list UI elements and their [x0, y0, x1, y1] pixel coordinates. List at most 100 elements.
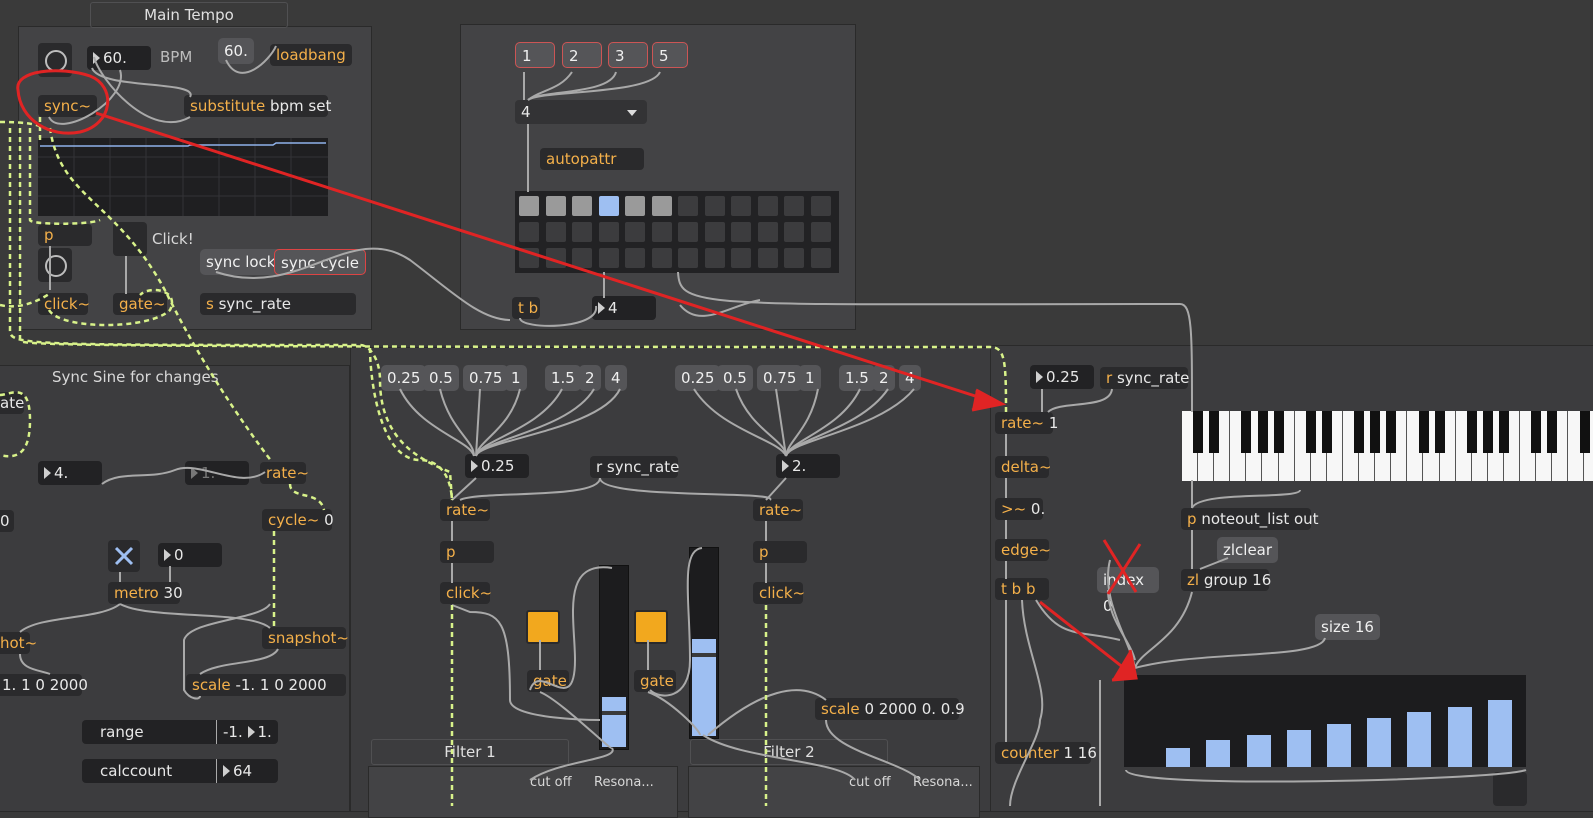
tempo-bang[interactable] — [38, 43, 72, 77]
index-message[interactable]: index 0 — [1097, 567, 1159, 593]
delta-object[interactable]: delta~ — [995, 456, 1049, 478]
left-rate-message-2[interactable]: 0.75 — [463, 365, 508, 391]
umenu[interactable]: 4 — [515, 100, 647, 124]
rate-object-sine[interactable]: rate~ — [260, 462, 306, 484]
edge-object[interactable]: edge~ — [995, 539, 1049, 561]
matrix-cell[interactable] — [705, 248, 725, 268]
right-rate-number[interactable]: 2. — [776, 454, 840, 478]
matrix-cell[interactable] — [811, 222, 831, 242]
rate-object-right[interactable]: rate~ — [753, 499, 803, 521]
piano-black-key[interactable] — [1193, 411, 1203, 453]
filter1-slider[interactable] — [599, 565, 629, 750]
left-rate-message-6[interactable]: 4 — [605, 365, 627, 391]
p-object-right[interactable]: p — [753, 541, 807, 563]
bpm-message[interactable]: 60. — [218, 38, 254, 64]
matrix-cell[interactable] — [519, 222, 539, 242]
filter2-slider[interactable] — [689, 547, 719, 739]
partial-ate-object[interactable]: ate — [0, 392, 24, 414]
piano-black-key[interactable] — [1531, 411, 1541, 453]
matrix-cell[interactable] — [731, 248, 751, 268]
scale-object-filters[interactable]: scale 0 2000 0. 0.9 — [815, 698, 959, 720]
right-rate-message-1[interactable]: 0.5 — [717, 365, 753, 391]
p-object[interactable]: p — [38, 224, 92, 246]
receive-sync-rate-left[interactable]: r sync_rate — [590, 456, 678, 478]
sequencer-rate-number[interactable]: 0.25 — [1030, 365, 1094, 389]
right-rate-message-6[interactable]: 4 — [899, 365, 921, 391]
matrix-cell[interactable] — [758, 222, 778, 242]
toggle[interactable] — [108, 540, 140, 572]
left-rate-number[interactable]: 0.25 — [465, 454, 529, 478]
step-number[interactable]: 4 — [592, 296, 656, 320]
slider-knob[interactable] — [692, 653, 716, 657]
multislider-bar[interactable] — [1367, 718, 1391, 767]
matrix-cell[interactable] — [625, 196, 645, 216]
toggle-number[interactable]: 0 — [158, 543, 222, 567]
seq-bang-corner[interactable] — [1493, 772, 1527, 806]
piano-black-key[interactable] — [1483, 411, 1493, 453]
p-object-left[interactable]: p — [440, 541, 494, 563]
multislider[interactable] — [1124, 675, 1526, 767]
left-rate-message-3[interactable]: 1 — [505, 365, 527, 391]
multislider-bar[interactable] — [1488, 700, 1512, 767]
bpm-number[interactable]: 60. — [87, 46, 151, 70]
message-5[interactable]: 5 — [652, 42, 688, 68]
click-bang-2[interactable] — [113, 222, 147, 256]
matrix-cell[interactable] — [652, 248, 672, 268]
matrix-cell[interactable] — [519, 196, 539, 216]
matrix-cell[interactable] — [599, 222, 619, 242]
click-bang-1[interactable] — [38, 248, 72, 282]
piano-black-key[interactable] — [1322, 411, 1332, 453]
matrix-cell[interactable] — [678, 222, 698, 242]
tbb-object[interactable]: t b b — [995, 578, 1049, 600]
left-rate-message-1[interactable]: 0.5 — [423, 365, 459, 391]
right-rate-message-0[interactable]: 0.25 — [675, 365, 720, 391]
matrix-cell[interactable] — [519, 248, 539, 268]
matrix-cell[interactable] — [546, 196, 566, 216]
piano-black-key[interactable] — [1258, 411, 1268, 453]
matrix-cell[interactable] — [625, 222, 645, 242]
matrix-cell[interactable] — [652, 196, 672, 216]
right-rate-message-4[interactable]: 1.5 — [839, 365, 875, 391]
matrix-cell[interactable] — [546, 222, 566, 242]
piano-black-key[interactable] — [1241, 411, 1251, 453]
multislider-bar[interactable] — [1206, 740, 1230, 767]
gate-object[interactable]: gate~ — [113, 293, 167, 315]
multislider-bar[interactable] — [1327, 724, 1351, 767]
matrix-cell[interactable] — [784, 248, 804, 268]
matrix-cell[interactable] — [758, 196, 778, 216]
calccount-attribute[interactable]: calccount 64 — [82, 759, 278, 783]
number-4[interactable]: 4. — [38, 461, 102, 485]
matrix-cell[interactable] — [811, 196, 831, 216]
zlclear-message[interactable]: zlclear — [1217, 537, 1278, 563]
piano-black-key[interactable] — [1274, 411, 1284, 453]
matrix-cell[interactable] — [731, 222, 751, 242]
loadbang-object[interactable]: loadbang — [270, 44, 352, 66]
multislider-bar[interactable] — [1166, 748, 1190, 767]
counter-object[interactable]: counter 1 16 — [995, 742, 1091, 764]
multislider-bar[interactable] — [1287, 730, 1311, 767]
matrix-cell[interactable] — [652, 222, 672, 242]
range-attribute[interactable]: range -1. 1. — [82, 720, 278, 744]
partial-zero-object[interactable]: 0 — [0, 510, 14, 532]
matrix-cell[interactable] — [678, 196, 698, 216]
matrix-cell[interactable] — [572, 248, 592, 268]
filter1-button[interactable] — [526, 610, 560, 644]
multislider-bar[interactable] — [1407, 712, 1431, 767]
piano-black-key[interactable] — [1467, 411, 1477, 453]
autopattr-object[interactable]: autopattr — [540, 148, 644, 170]
gate-object-right[interactable]: gate — [634, 670, 676, 692]
left-rate-message-5[interactable]: 2 — [579, 365, 601, 391]
multislider-bar[interactable] — [1448, 707, 1472, 767]
message-2[interactable]: 2 — [562, 42, 602, 68]
left-rate-message-4[interactable]: 1.5 — [545, 365, 581, 391]
piano-black-key[interactable] — [1435, 411, 1445, 453]
piano-black-key[interactable] — [1499, 411, 1509, 453]
rate-object-seq[interactable]: rate~ 1 — [995, 412, 1053, 434]
matrix-cell[interactable] — [784, 222, 804, 242]
filter2-button[interactable] — [634, 610, 668, 644]
message-1[interactable]: 1 — [515, 42, 555, 68]
zl-group-object[interactable]: zl group 16 — [1181, 569, 1269, 591]
piano-keyboard[interactable] — [1182, 411, 1593, 481]
click-object-left[interactable]: click~ — [440, 582, 490, 604]
